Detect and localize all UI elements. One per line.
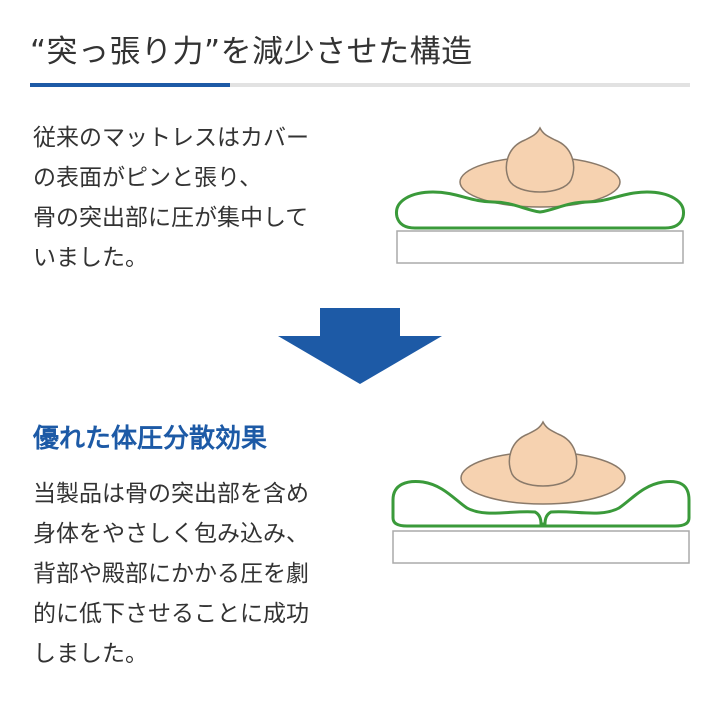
down-arrow-icon [278, 308, 442, 384]
after-line: しました。 [33, 641, 148, 667]
before-line: いました。 [33, 245, 148, 271]
after-line: 背部や殿部にかかる圧を劇 [33, 561, 309, 587]
title-divider-accent [30, 83, 230, 87]
body-head [505, 126, 575, 193]
mattress-base [396, 230, 684, 264]
mattress-cover [391, 480, 691, 528]
before-line: の表面がピンと張り、 [33, 165, 263, 191]
after-line: 的に低下させることに成功 [33, 601, 309, 627]
conventional-mattress-illustration [395, 126, 685, 264]
after-description: 当製品は骨の突出部を含め 身体をやさしく包み込み、 背部や殿部にかかる圧を劇 的… [33, 474, 309, 674]
before-line: 従来のマットレスはカバー [33, 125, 309, 151]
title-divider [30, 83, 690, 87]
section-heading: 優れた体圧分散効果 [33, 424, 268, 454]
product-mattress-illustration [391, 420, 691, 564]
after-line: 当製品は骨の突出部を含め [33, 481, 309, 507]
after-line: 身体をやさしく包み込み、 [33, 521, 309, 547]
before-line: 骨の突出部に圧が集中して [33, 205, 309, 231]
page-title: “突っ張り力”を減少させた構造 [30, 34, 473, 70]
before-description: 従来のマットレスはカバー の表面がピンと張り、 骨の突出部に圧が集中して いまし… [33, 118, 309, 278]
mattress-base [392, 530, 690, 564]
body-head [508, 420, 578, 487]
mattress-cover [395, 190, 685, 230]
